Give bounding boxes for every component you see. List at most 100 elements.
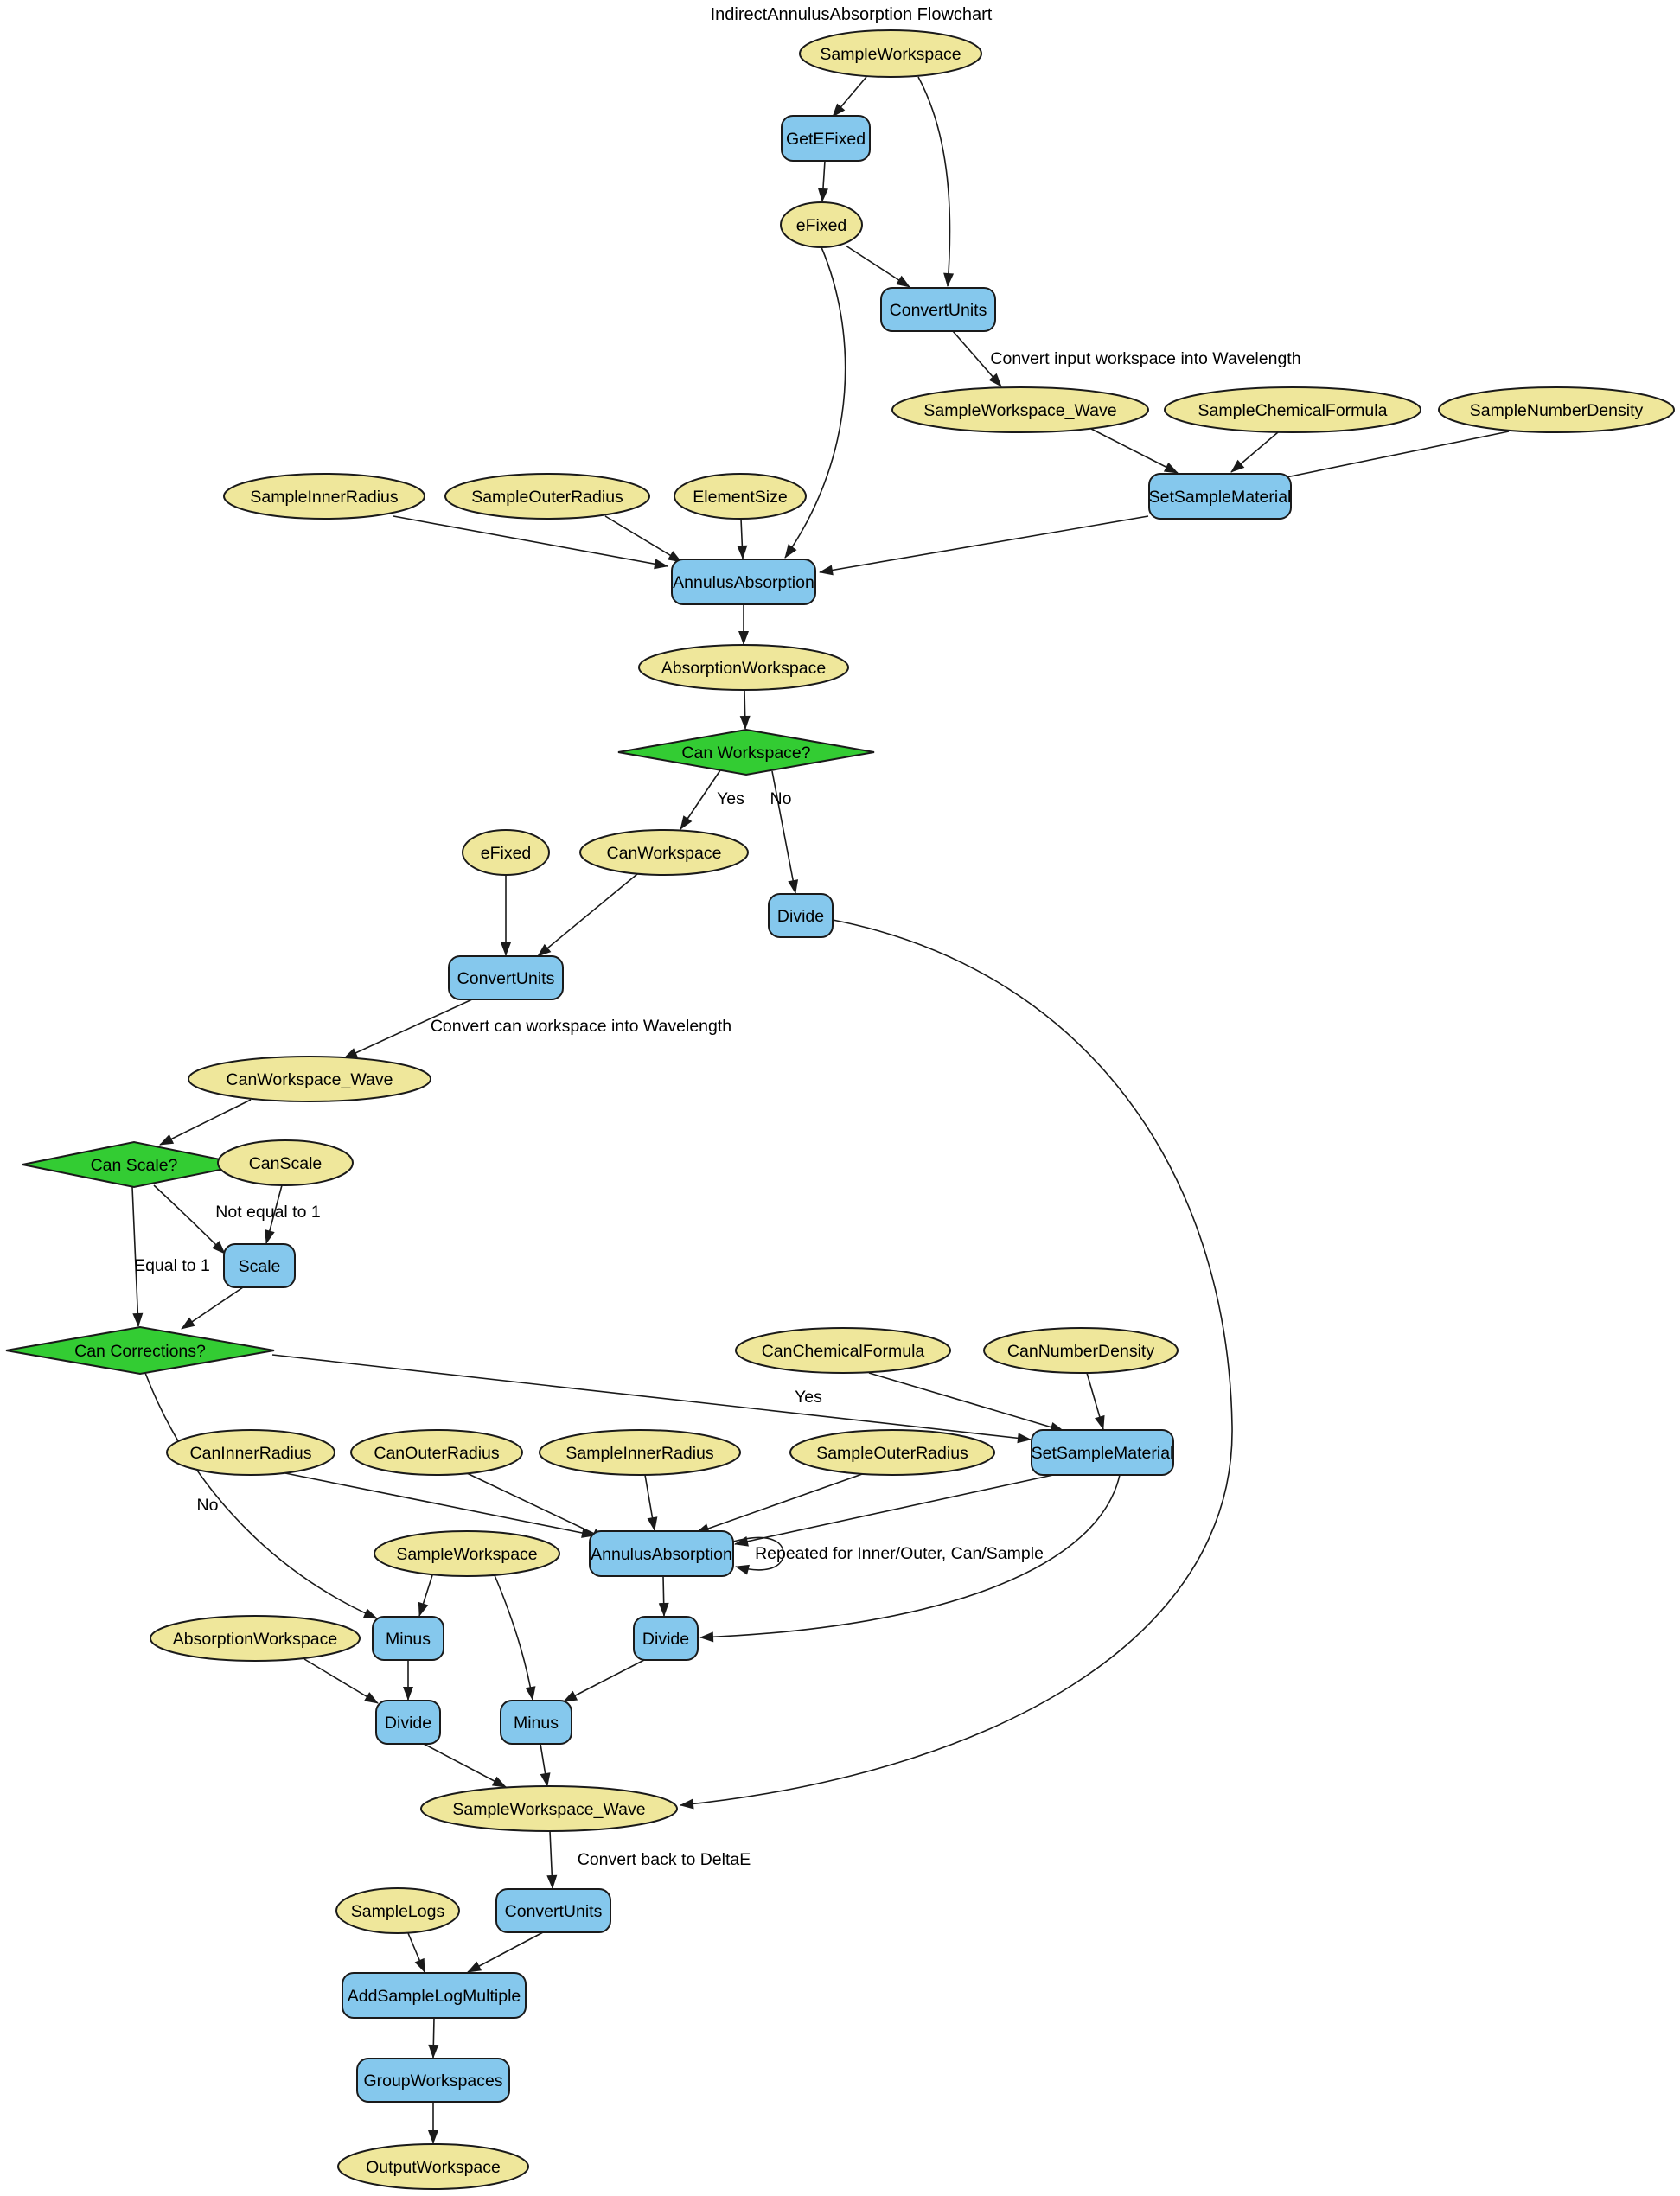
node-label-can_number_density: CanNumberDensity: [1007, 1342, 1154, 1361]
node-label-absorption_workspace_1: AbsorptionWorkspace: [661, 659, 826, 678]
node-label-sample_logs: SampleLogs: [351, 1902, 445, 1921]
edge-label-convert_units_2-can_workspace_wave: Convert can workspace into Wavelength: [431, 1017, 731, 1036]
node-scale: [223, 1243, 296, 1288]
node-label-scale: Scale: [239, 1257, 281, 1276]
node-minus_1: [372, 1616, 444, 1661]
edge-label-can_workspace_q-divide_1: No: [770, 789, 792, 808]
node-label-efixed_2: eFixed: [481, 844, 532, 863]
node-minus_2: [500, 1700, 572, 1745]
node-label-sample_inner_radius_1: SampleInnerRadius: [250, 488, 399, 507]
node-efixed_2: [462, 829, 550, 876]
node-can_inner_radius: [166, 1429, 335, 1476]
node-can_outer_radius: [350, 1429, 523, 1476]
node-label-group_workspaces: GroupWorkspaces: [363, 2072, 502, 2091]
node-label-convert_units_3: ConvertUnits: [505, 1902, 603, 1921]
edge-convert_units_2-can_workspace_wave: [343, 999, 473, 1059]
edge-absorption_workspace_1-can_workspace_q: [739, 689, 751, 730]
node-sample_outer_radius_1: [444, 473, 650, 520]
edge-scale-can_corrections_q: [181, 1286, 244, 1330]
edge-sample_number_density-set_sample_material_1: [1268, 431, 1510, 483]
node-element_size: [674, 473, 807, 520]
node-sample_workspace_wave_2: [420, 1785, 678, 1832]
node-can_number_density: [983, 1327, 1179, 1374]
edge-divide_1-sample_workspace_wave_2: [680, 919, 1233, 1810]
node-add_sample_log_multiple: [342, 1972, 527, 2019]
node-label-set_sample_material_2: SetSampleMaterial: [1032, 1444, 1174, 1463]
node-label-can_inner_radius: CanInnerRadius: [190, 1444, 312, 1463]
node-annulus_absorption_1: [671, 559, 816, 605]
node-divide_2: [375, 1700, 441, 1745]
node-output_workspace: [337, 2143, 529, 2190]
edge-label-can_workspace_q-can_workspace: Yes: [717, 789, 744, 808]
node-label-sample_inner_radius_2: SampleInnerRadius: [565, 1444, 714, 1463]
node-convert_units_2: [448, 955, 564, 1000]
edge-can_chemical_formula-set_sample_material_2: [868, 1372, 1064, 1433]
node-label-can_workspace_q: Can Workspace?: [681, 744, 810, 763]
node-label-set_sample_material_1: SetSampleMaterial: [1149, 488, 1292, 507]
node-sample_inner_radius_1: [223, 473, 425, 520]
node-label-can_scale: CanScale: [249, 1154, 323, 1173]
node-sample_number_density: [1438, 386, 1675, 433]
edge-sample_inner_radius_2-annulus_absorption_2: [644, 1474, 658, 1531]
node-set_sample_material_2: [1031, 1429, 1174, 1476]
edge-element_size-annulus_absorption_1: [737, 518, 748, 559]
node-annulus_absorption_2: [589, 1530, 734, 1577]
edge-divide_2-sample_workspace_wave_2: [423, 1743, 507, 1788]
node-label-sample_outer_radius_2: SampleOuterRadius: [816, 1444, 968, 1463]
edge-can_scale_q-scale: [153, 1184, 226, 1254]
node-label-divide_loop: Divide: [642, 1630, 689, 1649]
node-absorption_workspace_2: [150, 1615, 361, 1662]
edge-sample_workspace_wave_2-convert_units_3: [546, 1830, 558, 1889]
node-convert_units_1: [880, 287, 996, 332]
edge-efixed_top-convert_units_1: [845, 245, 910, 288]
node-label-add_sample_log_multiple: AddSampleLogMultiple: [348, 1987, 521, 2006]
node-label-can_workspace: CanWorkspace: [607, 844, 722, 863]
node-label-sample_workspace_2: SampleWorkspace: [396, 1545, 537, 1564]
node-get_efixed: [781, 115, 871, 162]
node-label-can_workspace_wave: CanWorkspace_Wave: [227, 1070, 393, 1089]
edge-efixed_top-annulus_absorption_1: [784, 246, 846, 559]
node-label-annulus_absorption_2: AnnulusAbsorption: [591, 1545, 732, 1564]
edge-sample_inner_radius_1-annulus_absorption_1: [393, 515, 668, 570]
edge-can_inner_radius-annulus_absorption_2: [284, 1472, 596, 1538]
edge-convert_units_3-add_sample_log_multiple: [467, 1931, 544, 1973]
edge-can_scale_q-can_corrections_q: [131, 1186, 144, 1327]
node-label-divide_2: Divide: [385, 1714, 431, 1733]
node-label-sample_workspace: SampleWorkspace: [820, 45, 961, 64]
edge-sample_chemical_formula-set_sample_material_1: [1230, 431, 1279, 473]
edge-annulus_absorption_2-divide_loop: [658, 1575, 669, 1617]
node-can_workspace_wave: [188, 1056, 431, 1102]
node-label-sample_outer_radius_1: SampleOuterRadius: [471, 488, 623, 507]
edge-can_workspace_q-can_workspace: [680, 769, 721, 830]
node-can_chemical_formula: [735, 1327, 951, 1374]
node-label-can_outer_radius: CanOuterRadius: [374, 1444, 499, 1463]
node-label-element_size: ElementSize: [693, 488, 787, 507]
edge-can_outer_radius-annulus_absorption_2: [466, 1472, 606, 1540]
edge-sample_outer_radius_2-annulus_absorption_2: [695, 1472, 866, 1534]
node-label-sample_workspace_wave_2: SampleWorkspace_Wave: [452, 1800, 645, 1819]
edge-label-can_corrections_q-set_sample_material_2: Yes: [795, 1388, 822, 1407]
node-label-sample_number_density: SampleNumberDensity: [1470, 401, 1644, 420]
edge-sample_workspace-convert_units_1: [917, 76, 955, 287]
node-efixed_top: [780, 201, 863, 248]
node-group_workspaces: [356, 2058, 510, 2103]
chart-title: IndirectAnnulusAbsorption Flowchart: [710, 5, 993, 24]
edge-divide_loop-minus_2: [563, 1659, 645, 1702]
edge-can_corrections_q-set_sample_material_2: [271, 1354, 1032, 1444]
node-label-divide_1: Divide: [777, 907, 824, 926]
node-label-get_efixed: GetEFixed: [786, 130, 866, 149]
edge-get_efixed-efixed_top: [817, 160, 828, 202]
edge-set_sample_material_2-divide_loop: [699, 1474, 1121, 1643]
edge-can_number_density-set_sample_material_2: [1086, 1372, 1105, 1430]
edge-add_sample_log_multiple-group_workspaces: [428, 2017, 439, 2059]
node-can_workspace: [579, 829, 749, 876]
node-sample_chemical_formula: [1164, 386, 1421, 433]
node-divide_loop: [633, 1616, 699, 1661]
edge-label-can_scale_q-scale: Not equal to 1: [215, 1203, 320, 1222]
edge-sample_logs-add_sample_log_multiple: [407, 1932, 425, 1973]
node-set_sample_material_1: [1148, 473, 1292, 520]
edge-annulus_absorption_2-annulus_absorption_2: [732, 1536, 784, 1575]
node-divide_1: [768, 893, 834, 938]
edge-can_workspace-convert_units_2: [537, 873, 638, 957]
